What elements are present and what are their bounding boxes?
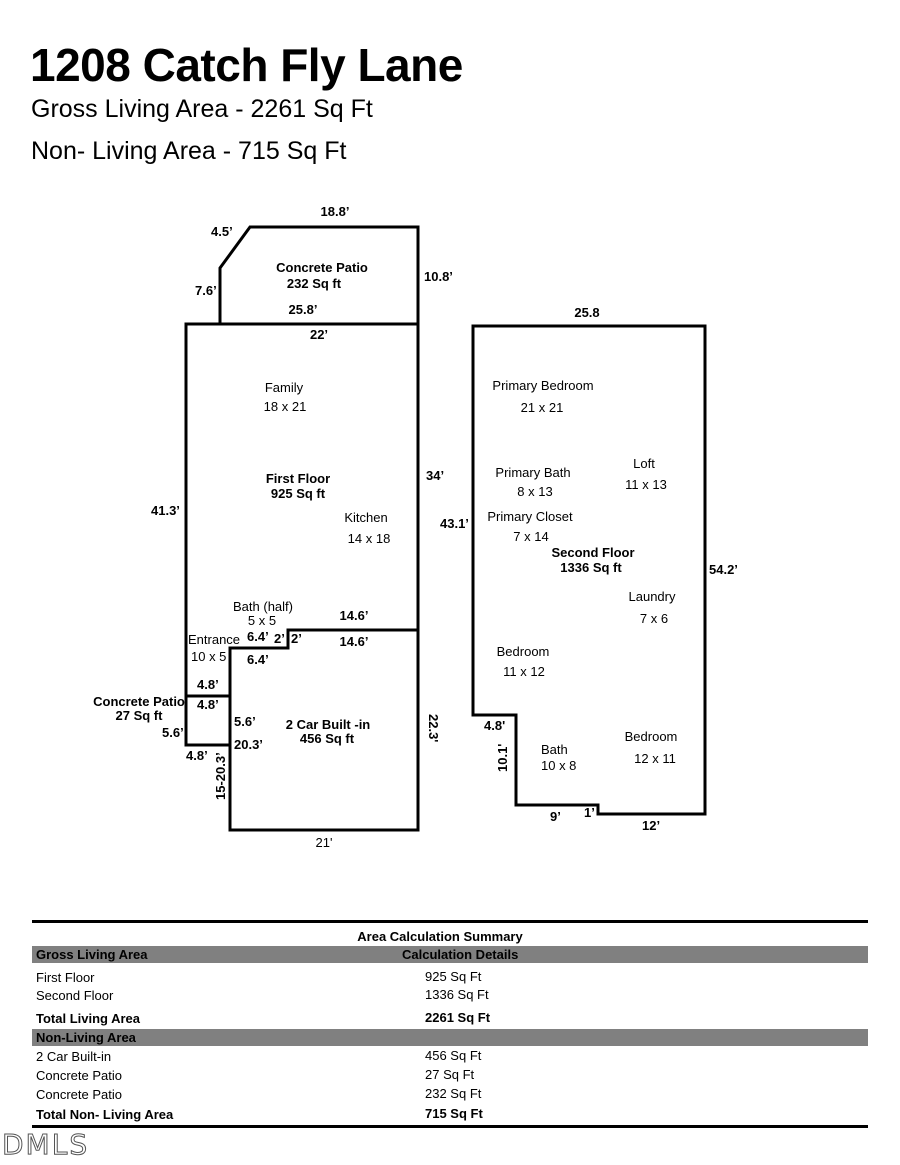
total-non-living-value: 715 Sq Ft [425,1106,483,1121]
room-size: 10 x 8 [541,758,577,773]
garage-wall [228,628,418,745]
total-living-value: 2261 Sq Ft [425,1010,491,1025]
room-size: 7 x 6 [639,611,669,626]
room-size: 8 x 13 [517,484,553,499]
table-row-label: Concrete Patio [36,1087,122,1102]
dim-label: 4.8’ [197,677,219,692]
dim-label: 2’ [274,631,285,646]
dim-label: 10.1' [495,743,510,772]
floor-plan-walls [184,225,707,832]
table-row-label: Second Floor [36,988,114,1003]
table-row-value: 27 Sq Ft [425,1067,475,1082]
table-top-rule [32,920,868,923]
room-bedroom: Bedroom [624,729,678,744]
table-row-label: Concrete Patio [36,1068,122,1083]
dim-label: 4.8' [484,718,506,733]
room-size: 5 x 5 [247,613,277,628]
dim-label: 1’ [584,805,595,820]
table-row-label: 2 Car Built-in [36,1049,112,1064]
table-row-value: 1336 Sq Ft [425,987,489,1002]
table-row-value: 925 Sq Ft [425,969,482,984]
room-size: 11 x 12 [503,664,545,679]
room-size: 14 x 18 [347,531,391,546]
room-laundry: Laundry [628,589,676,604]
room-primary-bedroom: Primary Bedroom [492,378,594,393]
total-living-label: Total Living Area [36,1011,141,1026]
dim-label: 2’ [291,631,302,646]
dim-label: 41.3’ [151,503,180,518]
dim-label: 34’ [426,468,445,483]
gross-header-bar [32,946,868,963]
floor-area: 1336 Sq ft [560,560,622,575]
dim-label: 22.3' [426,714,441,743]
room-primary-bath: Primary Bath [495,465,571,480]
non-living-header-bar [32,1029,868,1046]
table-row-label: First Floor [36,970,95,985]
dim-label: 12’ [642,818,661,833]
dim-label: 25.8’ [288,302,318,317]
page-title: 1208 Catch Fly Lane [30,39,463,91]
first-floor-outline [184,322,420,832]
dim-label: 21' [315,835,333,850]
gross-living-subtitle: Gross Living Area - 2261 Sq Ft [31,95,373,123]
dim-label: 9’ [550,809,561,824]
floor-label: First Floor [265,471,331,486]
patio-label: Concrete Patio [276,260,368,275]
summary-title: Area Calculation Summary [357,929,523,944]
patio-area: 232 Sq ft [286,276,342,291]
room-size: 7 x 14 [513,529,549,544]
dim-label: 6.4’ [247,629,269,644]
dim-label: 5.6’ [162,725,184,740]
dim-label: 4.5’ [211,224,233,239]
garage-area: 456 Sq ft [299,731,355,746]
dim-label: 6.4’ [247,652,269,667]
details-header: Calculation Details [402,947,519,962]
dim-label: 54.2’ [709,562,738,577]
room-kitchen: Kitchen [344,510,388,525]
room-bath: Bath [541,742,568,757]
dim-label: 22’ [309,327,329,342]
dim-label: 18.8’ [320,204,350,219]
dim-label: 25.8 [574,305,600,320]
dim-label: 14.6’ [339,634,369,649]
room-loft: Loft [633,456,655,471]
dim-label: 7.6’ [195,283,217,298]
non-living-subtitle: Non- Living Area - 715 Sq Ft [31,137,347,165]
floor-area: 925 Sq ft [270,486,326,501]
dim-label: 14.6’ [339,608,369,623]
room-size: 12 x 11 [634,751,676,766]
room-size: 18 x 21 [263,399,307,414]
total-non-living-label: Total Non- Living Area [36,1107,174,1122]
room-family: Family [264,380,304,395]
dim-label: 4.8’ [197,697,219,712]
room-garage: 2 Car Built -in [285,717,371,732]
small-patio-label: Concrete Patio [93,694,185,709]
room-bedroom: Bedroom [496,644,550,659]
gross-header: Gross Living Area [36,947,148,962]
non-living-header: Non-Living Area [36,1030,136,1045]
dim-label: 4.8’ [186,748,208,763]
dim-label: 20.3’ [234,737,263,752]
dim-label: 10.8’ [424,269,453,284]
room-primary-closet: Primary Closet [487,509,573,524]
table-row-value: 456 Sq Ft [425,1048,482,1063]
second-floor-outline [471,324,707,816]
dim-label: 15-20.3’ [213,752,228,800]
room-bath: Bath (half) [233,599,293,614]
dim-label: 43.1’ [440,516,469,531]
table-bottom-rule [32,1125,868,1128]
room-entrance: Entrance [188,632,241,647]
watermark-logo: DMLS [1,1128,90,1161]
room-size: 11 x 13 [625,477,667,492]
room-size: 10 x 5 [191,649,227,664]
floor-label: Second Floor [551,545,635,560]
small-patio-area: 27 Sq ft [115,708,163,723]
dim-label: 5.6’ [234,714,256,729]
table-row-value: 232 Sq Ft [425,1086,482,1101]
room-size: 21 x 21 [520,400,564,415]
